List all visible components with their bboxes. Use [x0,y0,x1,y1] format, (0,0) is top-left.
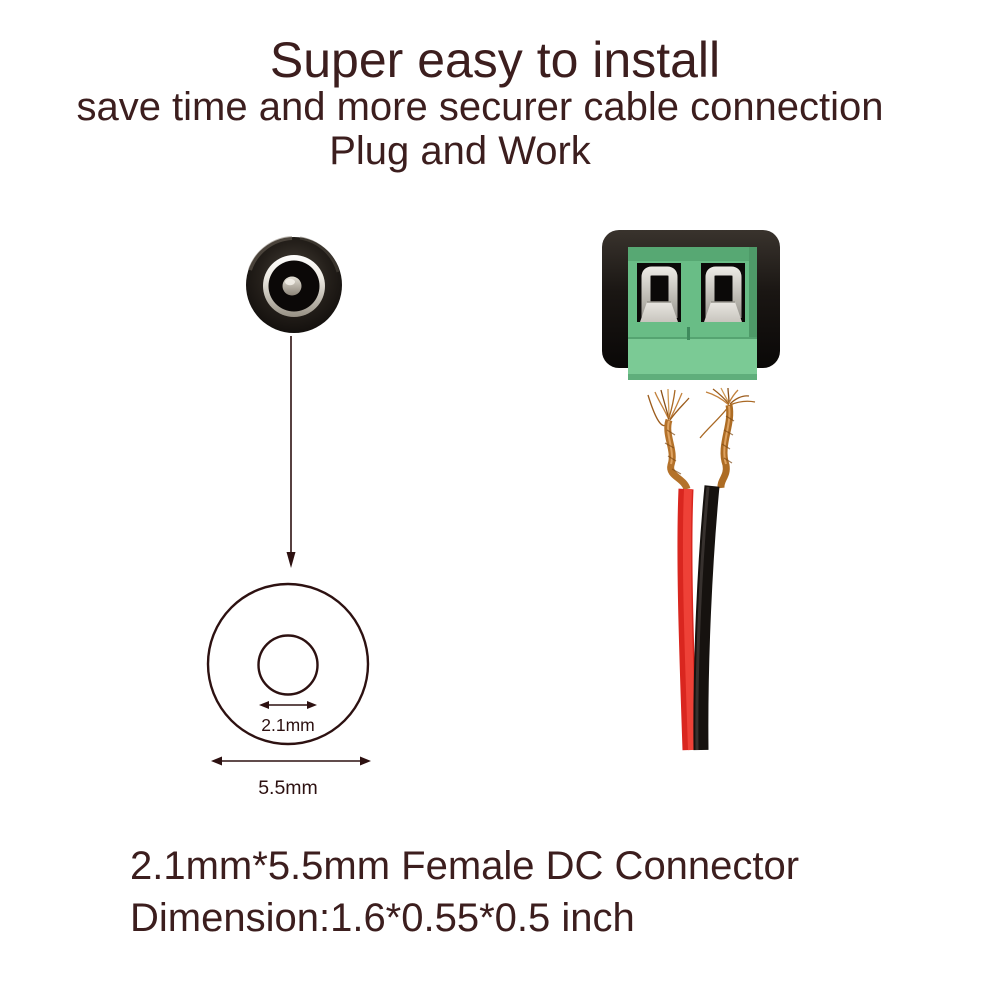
outer-diameter-arrow [211,756,371,766]
terminal-green-block [628,247,757,380]
wire-pair-photo [647,387,756,751]
outer-diameter-circle [206,582,370,746]
headline-title: Super easy to install [269,32,721,88]
inner-diameter-circle [257,634,319,696]
inner-diameter-label: 2.1mm [261,715,314,735]
outer-diameter-label: 5.5mm [258,777,318,799]
terminal-slot-left [637,263,681,322]
twisted-copper [664,404,735,491]
headline-tagline: Plug and Work [329,129,591,173]
dimension-diagram: 2.1mm 5.5mm [206,582,371,799]
black-wire [693,485,720,751]
terminal-slot-right [701,263,745,322]
headline-subtitle: save time and more securer cable connect… [76,85,884,129]
inner-diameter-arrow [259,701,317,709]
red-wire [677,488,698,751]
pointer-arrow [286,336,296,568]
copper-strands [647,387,756,439]
wire-clamp [641,266,678,320]
terminal-block-photo [602,230,780,380]
product-name: 2.1mm*5.5mm Female DC Connector [130,844,800,888]
product-dimensions: Dimension:1.6*0.55*0.5 inch [130,896,635,940]
dc-jack-photo [246,236,342,333]
wire-clamp [705,266,742,320]
